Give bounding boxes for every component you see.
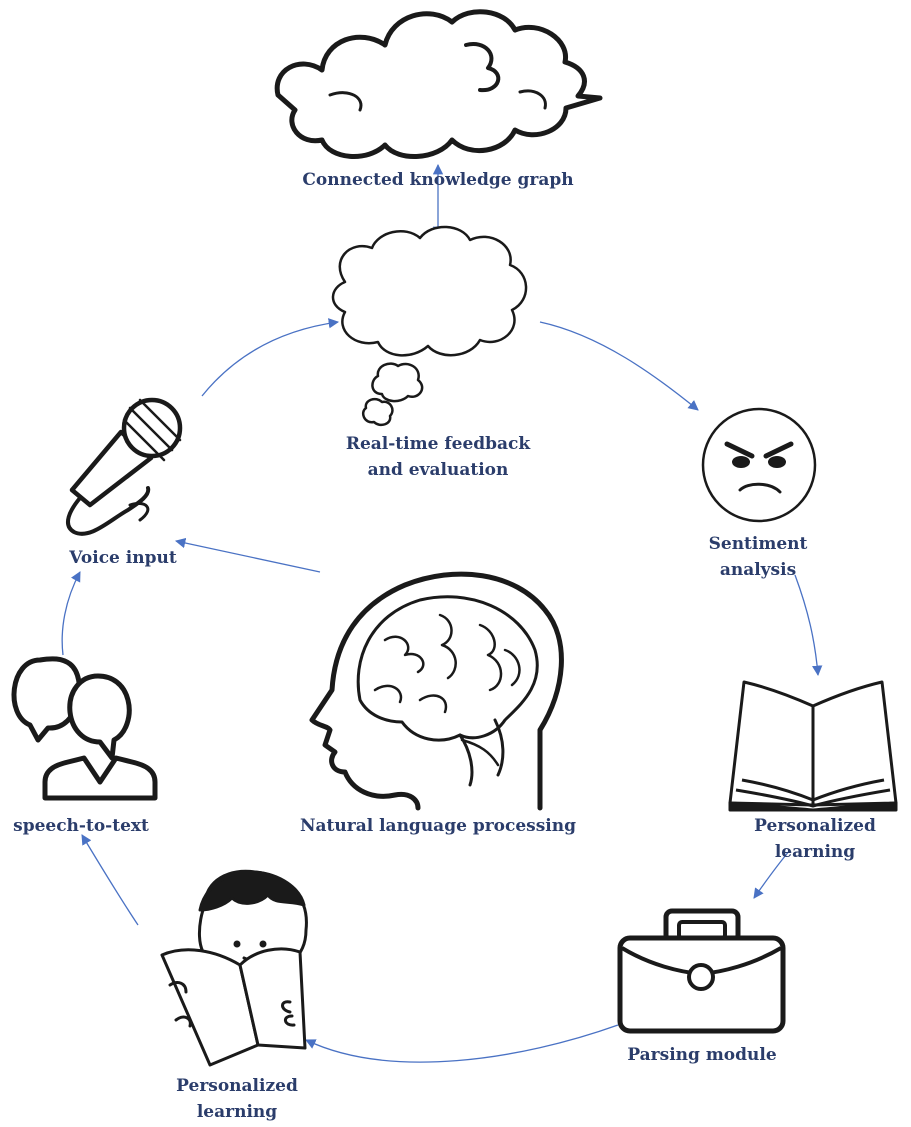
label-reader-line1: Personalized — [176, 1076, 298, 1096]
label-sentiment: Sentiment analysis — [709, 531, 808, 583]
label-voice: Voice input — [69, 545, 176, 571]
label-book-line2: learning — [774, 842, 856, 862]
arrow-speech-voice — [61, 571, 81, 656]
thought-bubble-icon — [331, 225, 528, 427]
speech-bubbles-person-icon — [11, 656, 158, 801]
label-knowledge-graph: Connected knowledge graph — [302, 167, 573, 193]
label-book-line1: Personalized — [754, 816, 876, 836]
storm-cloud-icon — [274, 9, 603, 159]
label-reader-line2: learning — [196, 1102, 278, 1122]
label-sentiment-line2: analysis — [719, 560, 797, 580]
label-voice-line1: Voice input — [69, 548, 177, 568]
brain-head-icon — [309, 571, 564, 811]
label-feedback-line2: and evaluation — [367, 460, 509, 480]
arrow-voice-feedback — [201, 318, 340, 397]
arrow-sentiment-book — [794, 574, 823, 677]
arrow-parsing-reader — [305, 1024, 619, 1063]
label-knowledge-graph-line1: Connected knowledge graph — [302, 170, 574, 190]
label-parsing-line1: Parsing module — [627, 1045, 777, 1065]
arrow-book-parsing — [753, 849, 791, 899]
label-feedback-line1: Real-time feedback — [345, 434, 531, 454]
label-book: Personalized learning — [754, 813, 876, 865]
label-sentiment-line1: Sentiment — [708, 534, 808, 554]
open-book-icon — [728, 680, 898, 812]
arrow-reader-speech — [81, 834, 139, 926]
label-speech: speech-to-text — [13, 813, 149, 839]
label-reader: Personalized learning — [176, 1073, 298, 1125]
briefcase-icon — [617, 908, 786, 1034]
label-parsing: Parsing module — [627, 1042, 776, 1068]
angry-face-icon — [701, 407, 817, 523]
label-feedback: Real-time feedback and evaluation — [346, 431, 530, 483]
label-speech-line1: speech-to-text — [13, 816, 149, 836]
arrow-nlp-voice — [174, 537, 321, 573]
label-nlp-line1: Natural language processing — [299, 816, 577, 836]
child-reading-icon — [160, 869, 308, 1067]
microphone-icon — [66, 397, 183, 536]
arrow-feedback-sentiment — [539, 321, 699, 411]
label-nlp: Natural language processing — [300, 813, 576, 839]
